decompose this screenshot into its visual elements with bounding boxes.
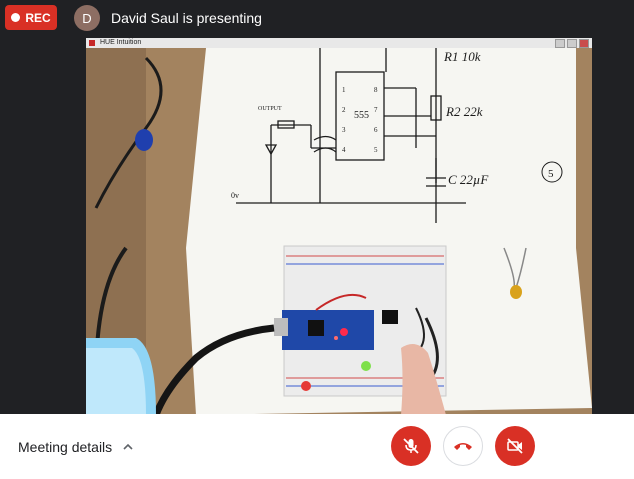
output-label: OUTPUT [258, 106, 282, 112]
meeting-details-button[interactable]: Meeting details [18, 439, 134, 455]
pin-label: 4 [342, 146, 346, 154]
recording-label: REC [25, 10, 51, 25]
maximize-icon [567, 39, 577, 48]
pin-label: 6 [374, 126, 378, 134]
pin-label: 2 [342, 106, 346, 114]
presenter-avatar: D [74, 5, 100, 31]
r1-label: R1 10k [443, 49, 481, 64]
red-led [301, 381, 311, 391]
meeting-details-label: Meeting details [18, 439, 113, 455]
pin-label: 7 [374, 106, 378, 114]
pin-label: 1 [342, 86, 346, 94]
chevron-up-icon [123, 443, 133, 450]
recording-badge: REC [5, 5, 57, 30]
usb-cable [152, 324, 275, 415]
chip-label: 555 [354, 110, 369, 121]
pin-label: 8 [374, 86, 378, 94]
app-icon [89, 40, 95, 46]
finger [401, 344, 446, 415]
camera-feed: 555 OUTPUT R1 10k R2 22k C 22µF 0v 5 1 2… [86, 48, 592, 415]
presenter-status: David Saul is presenting [111, 10, 262, 26]
ground-label: 0v [231, 191, 239, 200]
hang-up-icon [454, 443, 472, 450]
mic-off-icon [403, 438, 419, 454]
blue-component [135, 129, 153, 151]
step-number: 5 [548, 168, 554, 180]
pin-label: 3 [342, 126, 346, 134]
record-dot-icon [11, 13, 21, 22]
minimize-icon [555, 39, 565, 48]
schematic [236, 48, 466, 223]
camera-off-button[interactable] [495, 426, 535, 466]
window-controls [555, 39, 589, 48]
green-led [361, 361, 371, 371]
capacitor-label: C 22µF [448, 172, 489, 187]
close-icon [579, 39, 589, 48]
leave-call-button[interactable] [443, 426, 483, 466]
arduino-board [282, 310, 374, 350]
ceramic-capacitor [510, 285, 522, 299]
avatar-initial: D [82, 10, 92, 26]
shared-window-title: HUE Intuition [100, 39, 142, 46]
r2-label: R2 22k [445, 104, 483, 119]
shared-screen: HUE Intuition [86, 38, 592, 415]
meeting-controls-bar: Meeting details [0, 414, 634, 479]
camera-off-icon [507, 438, 523, 454]
pin-label: 5 [374, 146, 378, 154]
mic-off-button[interactable] [391, 426, 431, 466]
